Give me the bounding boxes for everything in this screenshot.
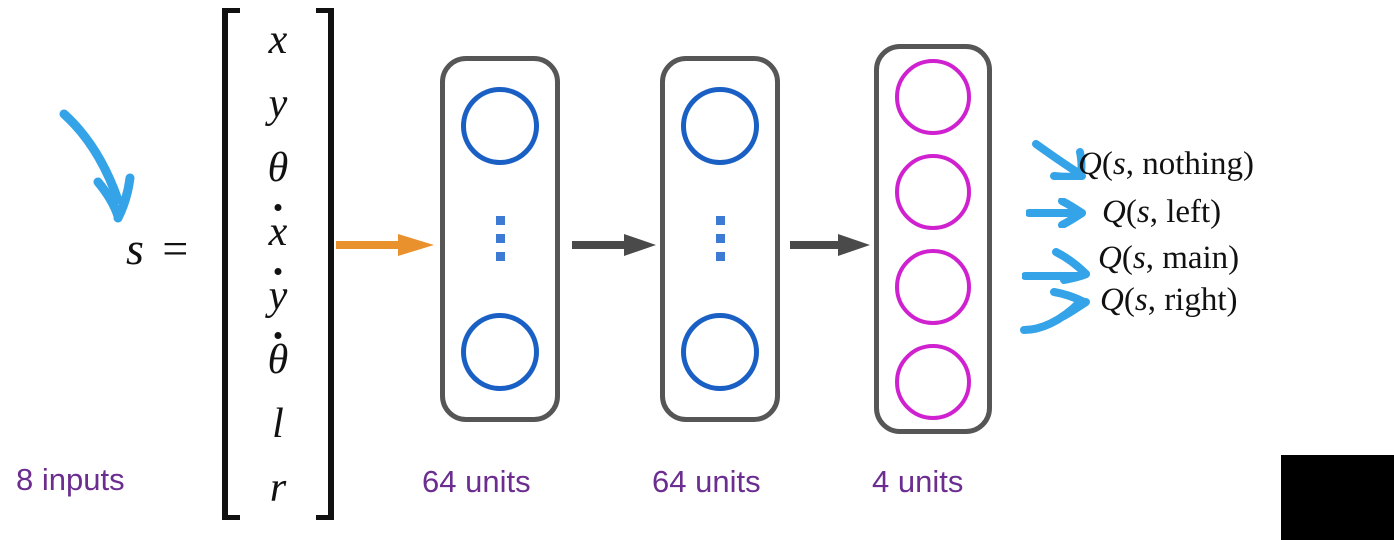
state-symbol: s: [1132, 240, 1146, 276]
q-value-label-main: Q(s, main): [1098, 240, 1239, 277]
vector-component: y: [268, 81, 288, 127]
q-nothing-arrow-icon: [1032, 140, 1086, 180]
caption-input-count: 8 inputs: [16, 462, 125, 497]
neuron-unit: [895, 58, 971, 135]
q-value-label-nothing: Q(s, nothing): [1078, 146, 1254, 183]
paren-close: ): [1243, 146, 1255, 182]
paren-close: ): [1226, 282, 1238, 318]
paren-open: (: [1101, 146, 1113, 182]
q-main-arrow-icon: [1022, 248, 1090, 284]
state-symbol: s: [1136, 194, 1150, 230]
hidden-layer-2-box: [660, 56, 780, 422]
vector-component: r: [269, 465, 287, 511]
paren-open: (: [1121, 240, 1133, 276]
action-name: right: [1164, 282, 1227, 318]
neuron-unit: [895, 248, 971, 325]
action-name: main: [1162, 240, 1229, 276]
bracket-right-icon: [316, 8, 334, 520]
neuron-unit: [681, 313, 759, 392]
output-layer-units: [879, 49, 987, 429]
vector-component: l: [272, 401, 284, 447]
q-symbol: Q: [1098, 240, 1122, 276]
q-value-label-right: Q(s, right): [1100, 282, 1238, 319]
neuron-unit: [895, 153, 971, 230]
q-symbol: Q: [1100, 282, 1124, 318]
neuron-unit: [681, 86, 759, 165]
paren-open: (: [1123, 282, 1135, 318]
q-right-arrow-icon: [1020, 288, 1090, 334]
q-symbol: Q: [1102, 194, 1126, 230]
paren-open: (: [1125, 194, 1137, 230]
arrow-hidden1-to-hidden2-icon: [572, 234, 656, 256]
ellipsis-icon: [495, 216, 505, 262]
black-corner-block: [1281, 455, 1394, 540]
vector-component: θ: [267, 145, 289, 191]
paren-close: ): [1210, 194, 1222, 230]
state-symbol: s: [1134, 282, 1148, 318]
vector-component: x: [268, 17, 288, 63]
vector-component: x: [268, 209, 288, 255]
hidden-layer-1-units: [445, 61, 555, 417]
bracket-left-icon: [222, 8, 240, 520]
comma: ,: [1149, 194, 1167, 230]
comma: ,: [1147, 282, 1165, 318]
hidden-layer-1-box: [440, 56, 560, 422]
state-vector-components: x y θ x y θ l r: [240, 8, 316, 520]
state-symbol: s: [1112, 146, 1126, 182]
arrow-input-to-hidden1-icon: [336, 234, 434, 256]
q-value-label-left: Q(s, left): [1102, 194, 1221, 231]
caption-output-layer: 4 units: [872, 464, 964, 499]
arrow-hidden2-to-output-icon: [790, 234, 870, 256]
ellipsis-icon: [715, 216, 725, 262]
neuron-unit: [895, 343, 971, 420]
state-pointer-arrow-icon: [59, 109, 135, 223]
comma: ,: [1145, 240, 1163, 276]
caption-hidden-layer-1: 64 units: [422, 464, 531, 499]
vector-component: y: [268, 273, 288, 319]
q-symbol: Q: [1078, 146, 1102, 182]
output-layer-box: [874, 44, 992, 434]
hidden-layer-2-units: [665, 61, 775, 417]
state-equation-label: s =: [126, 223, 193, 274]
q-left-arrow-icon: [1026, 198, 1086, 228]
state-vector: x y θ x y θ l r: [222, 8, 334, 520]
neuron-unit: [461, 86, 539, 165]
vector-component: θ: [267, 337, 289, 383]
paren-close: ): [1228, 240, 1240, 276]
action-name: nothing: [1142, 146, 1244, 182]
caption-hidden-layer-2: 64 units: [652, 464, 761, 499]
neuron-unit: [461, 313, 539, 392]
comma: ,: [1125, 146, 1143, 182]
action-name: left: [1166, 194, 1211, 230]
